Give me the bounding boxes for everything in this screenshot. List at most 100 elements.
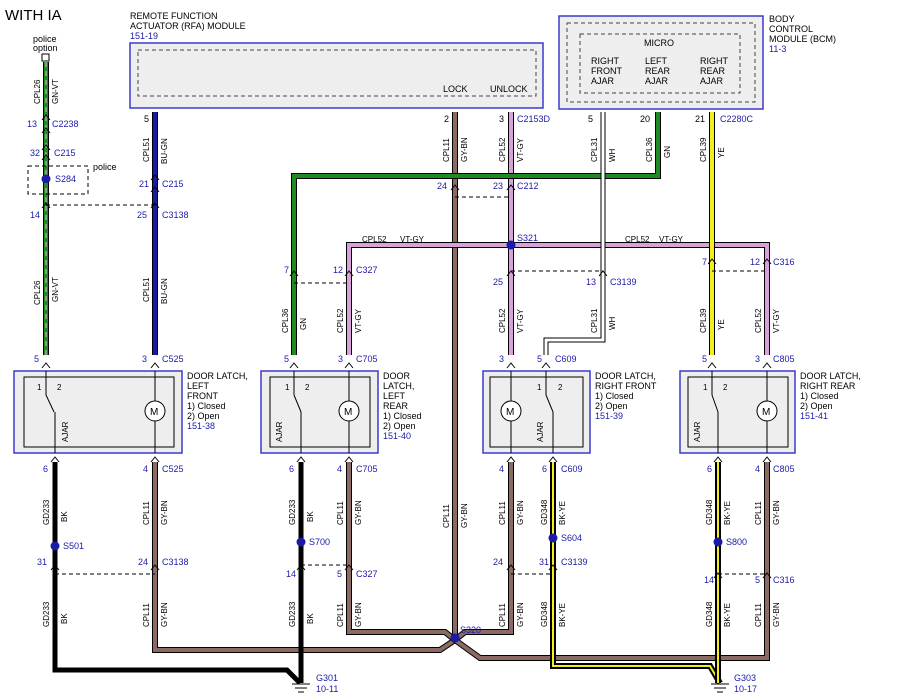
pin-3-lr: 3 [338,354,343,364]
lr-pos2: 2 [305,383,310,392]
rf-state-1: 1) Closed [595,391,634,401]
bcm-lr-3: AJAR [645,76,669,86]
label-ye-top: YE [717,147,726,158]
pin-bcm-21: 21 [695,114,705,124]
label-gd348-rr-low: GD348 [705,601,714,627]
grounds [292,683,729,693]
bcm-rr-2: REAR [700,66,726,76]
label-bkye-rf-low: BK-YE [558,603,567,627]
pin-12-c327: 12 [333,265,343,275]
lf-title-1: DOOR LATCH, [187,371,248,381]
lr-state-1: 1) Closed [383,411,422,421]
header-title: WITH IA [5,7,62,24]
rr-pos2: 2 [723,383,728,392]
pin-23-c212: 23 [493,181,503,191]
rr-title-1: DOOR LATCH, [800,371,861,381]
rr-state-1: 1) Closed [800,391,839,401]
wire-cpl11-bottom [152,462,770,661]
bcm-module: MICRO RIGHT FRONT AJAR LEFT REAR AJAR RI… [558,14,836,110]
label-gnvt-mid: GN-VT [51,277,60,302]
pin-32-c215: 32 [30,148,40,158]
label-bk-lf: BK [60,511,69,522]
rr-ajar: AJAR [693,421,702,442]
label-ye-rr: YE [717,319,726,330]
conn-c215-right: C215 [162,179,184,189]
rfa-module: REMOTE FUNCTION ACTUATOR (RFA) MODULE 15… [129,11,544,109]
conn-c215-left: C215 [54,148,76,158]
label-bugn-mid: BU-GN [160,278,169,304]
conn-c327-bottom: C327 [356,569,378,579]
pin-12-c316: 12 [750,257,760,267]
latch-rr: 1 2 AJAR M DOOR LATCH, RIGHT REAR 1) Clo… [679,370,861,454]
lr-motor-icon: M [344,407,352,418]
ground-g301: G301 [316,673,338,683]
pin-25-c3139: 25 [493,277,503,287]
rf-title-2: RIGHT FRONT [595,381,657,391]
latch-rf: M 1 2 AJAR DOOR LATCH, RIGHT FRONT 1) Cl… [482,370,657,454]
conn-c316-top: C316 [773,257,795,267]
label-gybn-lf-low: GY-BN [160,602,169,627]
label-cpl11-rf: CPL11 [498,501,507,525]
lf-title-2: LEFT [187,381,210,391]
lr-title-3: LEFT [383,391,406,401]
splice-s284: S284 [55,174,76,184]
pin-25-c3138: 25 [137,210,147,220]
rf-pos1: 1 [537,383,542,392]
pin-14-c316: 14 [704,575,714,585]
label-bk-lf-low: BK [60,613,69,624]
splice-s604: S604 [561,533,582,543]
pin-7-c316: 7 [702,257,707,267]
splice-s501-dot [50,541,60,551]
pin-3-lf: 3 [142,354,147,364]
label-vtgy-lr: VT-GY [354,308,363,333]
conn-c609-bottom: C609 [561,464,583,474]
label-gd348-rf: GD348 [540,499,549,525]
pin-bcm-5: 5 [588,114,593,124]
label-gd233-lf-low: GD233 [42,601,51,627]
splice-s501: S501 [63,541,84,551]
label-cpl31-top: CPL31 [590,137,599,162]
bcm-rf-3: AJAR [591,76,615,86]
label-cpl51-mid: CPL51 [142,277,151,302]
label-cpl39-rr: CPL39 [699,308,708,333]
pin-rfa-3: 3 [499,114,504,124]
splice-s700: S700 [309,537,330,547]
label-cpl52-rf: CPL52 [498,308,507,333]
lf-state-2: 2) Open [187,411,220,421]
pin-31-c3138: 31 [37,557,47,567]
splice-s604-dot [548,533,558,543]
bcm-page: 11-3 [769,44,786,54]
conn-c3139-bottom: C3139 [561,557,588,567]
pin-3-rr: 3 [755,354,760,364]
rf-pos2: 2 [558,383,563,392]
label-cpl11-lock-low: CPL11 [442,504,451,528]
rfa-name2: ACTUATOR (RFA) MODULE [130,21,246,31]
label-gybn-rr: GY-BN [772,500,781,525]
label-cpl11-lf: CPL11 [142,501,151,525]
rr-state-2: 2) Open [800,401,833,411]
label-gybn-rr-low: GY-BN [772,602,781,627]
label-cpl11-lock: CPL11 [442,138,451,162]
conn-c2153d: C2153D [517,114,551,124]
rfa-name: REMOTE FUNCTION [130,11,218,21]
conn-c327-top: C327 [356,265,378,275]
connector-arrows [41,114,772,579]
label-cpl39-top: CPL39 [699,137,708,162]
label-gd233-lr-low: GD233 [288,601,297,627]
label-bk-lr: BK [306,511,315,522]
lr-title-1: DOOR [383,371,411,381]
splice-s800-dot [713,537,723,547]
pin-5-rf: 5 [537,354,542,364]
label-cpl11-rf-low: CPL11 [498,603,507,627]
splice-s320: S320 [460,625,481,635]
ground-g303: G303 [734,673,756,683]
conn-c3138-bottom: C3138 [162,557,189,567]
label-wh-top: WH [608,148,617,162]
splice-s800: S800 [726,537,747,547]
latch-lf: 1 2 AJAR M DOOR LATCH, LEFT FRONT 1) Clo… [13,370,248,454]
lr-ajar: AJAR [275,421,284,442]
label-gd348-rf-low: GD348 [540,601,549,627]
latch-lr: 1 2 AJAR M DOOR LATCH, LEFT REAR 1) Clos… [260,370,422,454]
police-option-2: option [33,43,58,53]
label-cpl11-rr: CPL11 [754,501,763,525]
